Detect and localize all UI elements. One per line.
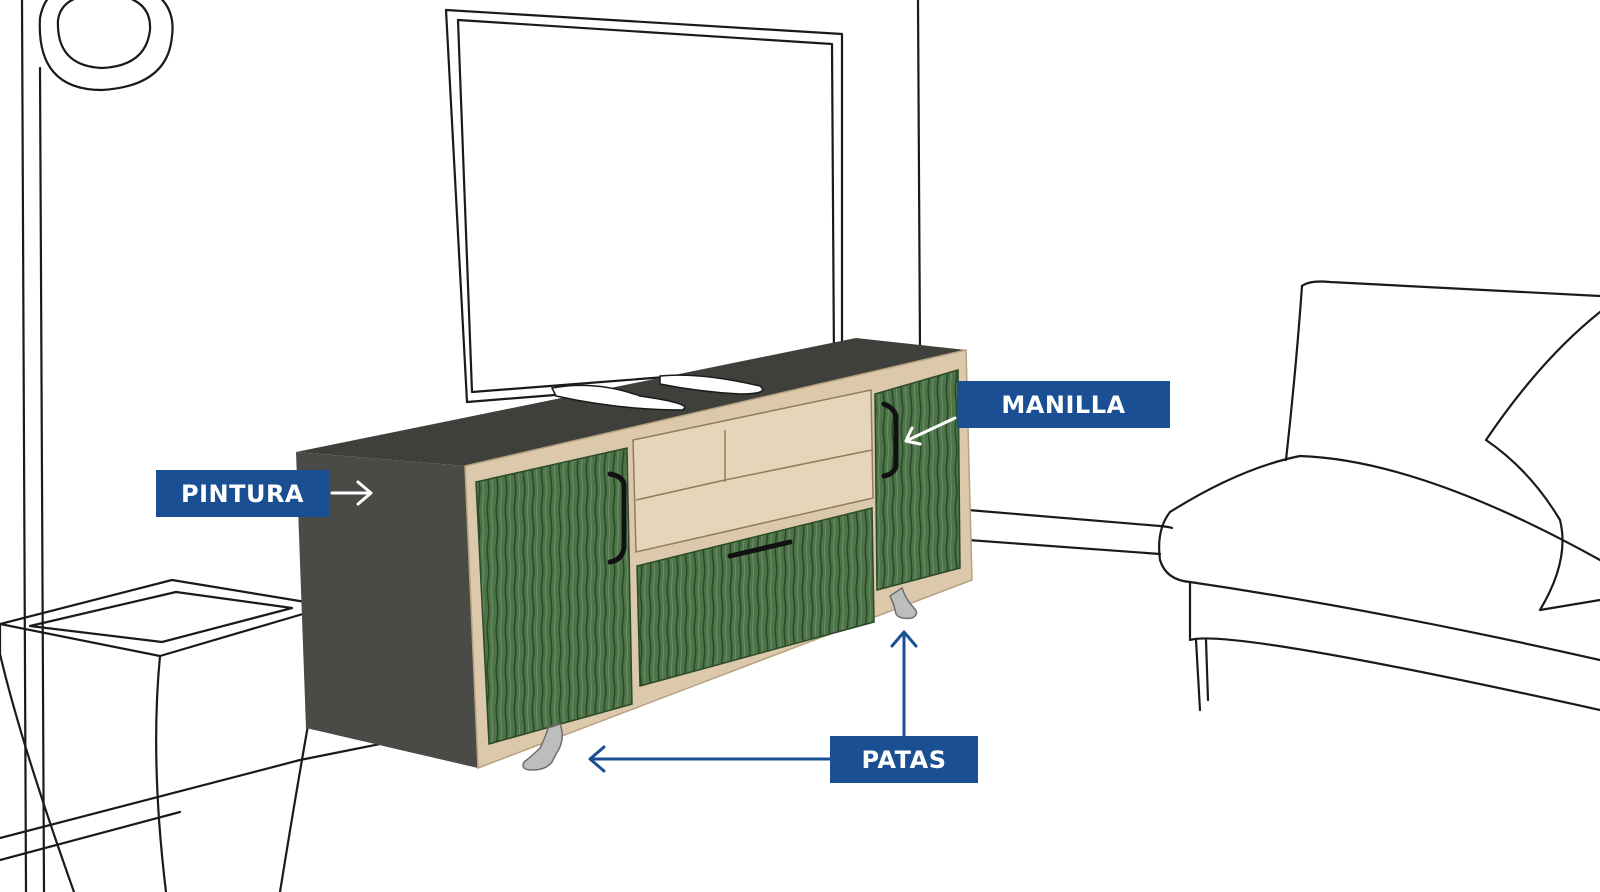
wall-line-left	[20, 0, 28, 892]
tv-frame	[444, 8, 844, 404]
right-door-handle	[881, 401, 899, 479]
manilla-label: MANILLA	[1001, 390, 1126, 419]
floor-line-left	[0, 740, 392, 840]
pintura-label: PINTURA	[180, 479, 305, 508]
callout-boxes	[156, 381, 1170, 783]
wall-line-left-inner	[38, 66, 46, 892]
patas-arrow-left	[588, 745, 832, 773]
armchair-cushion	[1484, 310, 1600, 612]
manilla-arrow	[904, 416, 957, 446]
armchair-leg	[1194, 638, 1202, 712]
cabinet-side	[296, 452, 478, 768]
armchair-seat	[1168, 454, 1600, 562]
drawer-handle	[727, 539, 793, 559]
planter-top-inner	[28, 590, 294, 644]
tv-stand-foot-left	[550, 384, 686, 411]
floor-line-right	[966, 508, 1174, 530]
patas-arrow-up	[890, 630, 918, 738]
manilla-box	[957, 381, 1170, 428]
armchair-base	[1188, 580, 1600, 712]
armchair-leg-2	[1204, 638, 1210, 702]
tv-cabinet	[296, 338, 973, 771]
round-mirror	[38, 0, 174, 92]
armchair-front	[1158, 510, 1600, 662]
callout-arrows	[330, 416, 957, 773]
pintura-box	[156, 470, 329, 517]
wall-corner-line	[916, 0, 922, 352]
tv-screen	[456, 18, 836, 394]
cabinet-shelf-opening	[632, 389, 874, 553]
planter-body-mid	[155, 654, 168, 892]
armchair-back-left	[1284, 284, 1304, 462]
tv-stand-foot-right	[659, 374, 764, 395]
planter-top	[0, 578, 332, 658]
front-leg-right	[889, 586, 918, 620]
pintura-arrow	[330, 480, 373, 506]
floor-line-right-2	[966, 538, 1162, 556]
patas-box	[830, 736, 978, 783]
left-door	[475, 447, 633, 745]
patas-label: PATAS	[861, 745, 947, 774]
front-leg-left	[522, 723, 563, 771]
center-drawer	[636, 507, 875, 687]
round-mirror-inner	[56, 0, 152, 70]
floor-line-left-2	[0, 810, 182, 862]
planter-body	[0, 652, 76, 892]
left-door-handle	[607, 471, 627, 565]
armchair-back	[1300, 280, 1600, 298]
